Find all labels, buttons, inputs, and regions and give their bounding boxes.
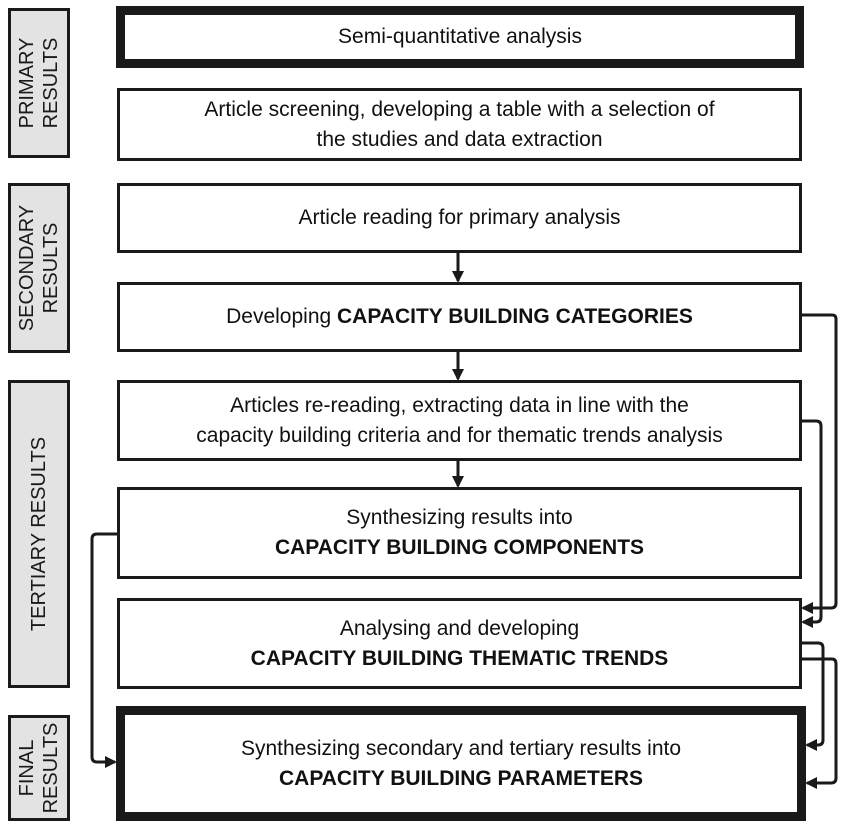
step-text: capacity building criteria and for thema…: [196, 423, 723, 447]
stage-label-final: FINAL RESULTS: [8, 715, 70, 821]
step-text: Synthesizing results into: [346, 506, 573, 529]
arrow-rereading-to-trends: [800, 419, 823, 628]
step-text-bold: CAPACITY BUILDING COMPONENTS: [274, 536, 645, 559]
step-analysing-trends: Analysing and developing CAPACITY BUILDI…: [117, 598, 802, 689]
step-developing-categories: Developing CAPACITY BUILDING CATEGORIES: [117, 282, 802, 352]
step-synthesizing-components: Synthesizing results into CAPACITY BUILD…: [117, 487, 802, 579]
step-article-screening: Article screening, developing a table wi…: [117, 88, 802, 161]
arrow-trends-to-final-a: [802, 641, 825, 751]
arrow-components-to-final: [90, 532, 117, 768]
step-articles-rereading: Articles re-reading, extracting data in …: [117, 380, 802, 461]
step-text-regular: Developing: [226, 305, 338, 328]
step-text: Semi-quantitative analysis: [338, 25, 582, 48]
step-text: Article screening, developing a table wi…: [204, 97, 715, 121]
step-text: Analysing and developing: [339, 616, 580, 640]
stage-label-tertiary: TERTIARY RESULTS: [8, 380, 70, 688]
step-synthesizing-parameters: Synthesizing secondary and tertiary resu…: [116, 706, 806, 821]
step-text: the studies and data extraction: [316, 127, 603, 151]
step-text: Articles re-reading, extracting data in …: [230, 393, 689, 417]
step-text-bold: CAPACITY BUILDING PARAMETERS: [278, 766, 643, 790]
arrow-categories-to-trends: [801, 313, 838, 614]
step-text: Article reading for primary analysis: [298, 206, 621, 229]
stage-label-primary: PRIMARY RESULTS: [8, 8, 70, 158]
arrow-trends-to-final-b: [802, 657, 838, 789]
step-text: Synthesizing secondary and tertiary resu…: [240, 736, 682, 760]
step-text: Developing CAPACITY BUILDING CATEGORIES: [226, 302, 693, 332]
step-semi-quantitative-analysis: Semi-quantitative analysis: [116, 6, 804, 68]
stage-label-secondary: SECONDARY RESULTS: [8, 183, 70, 353]
step-text-bold: CAPACITY BUILDING CATEGORIES: [337, 305, 693, 328]
step-text-bold: CAPACITY BUILDING THEMATIC TRENDS: [250, 646, 669, 670]
step-article-reading: Article reading for primary analysis: [117, 183, 802, 253]
